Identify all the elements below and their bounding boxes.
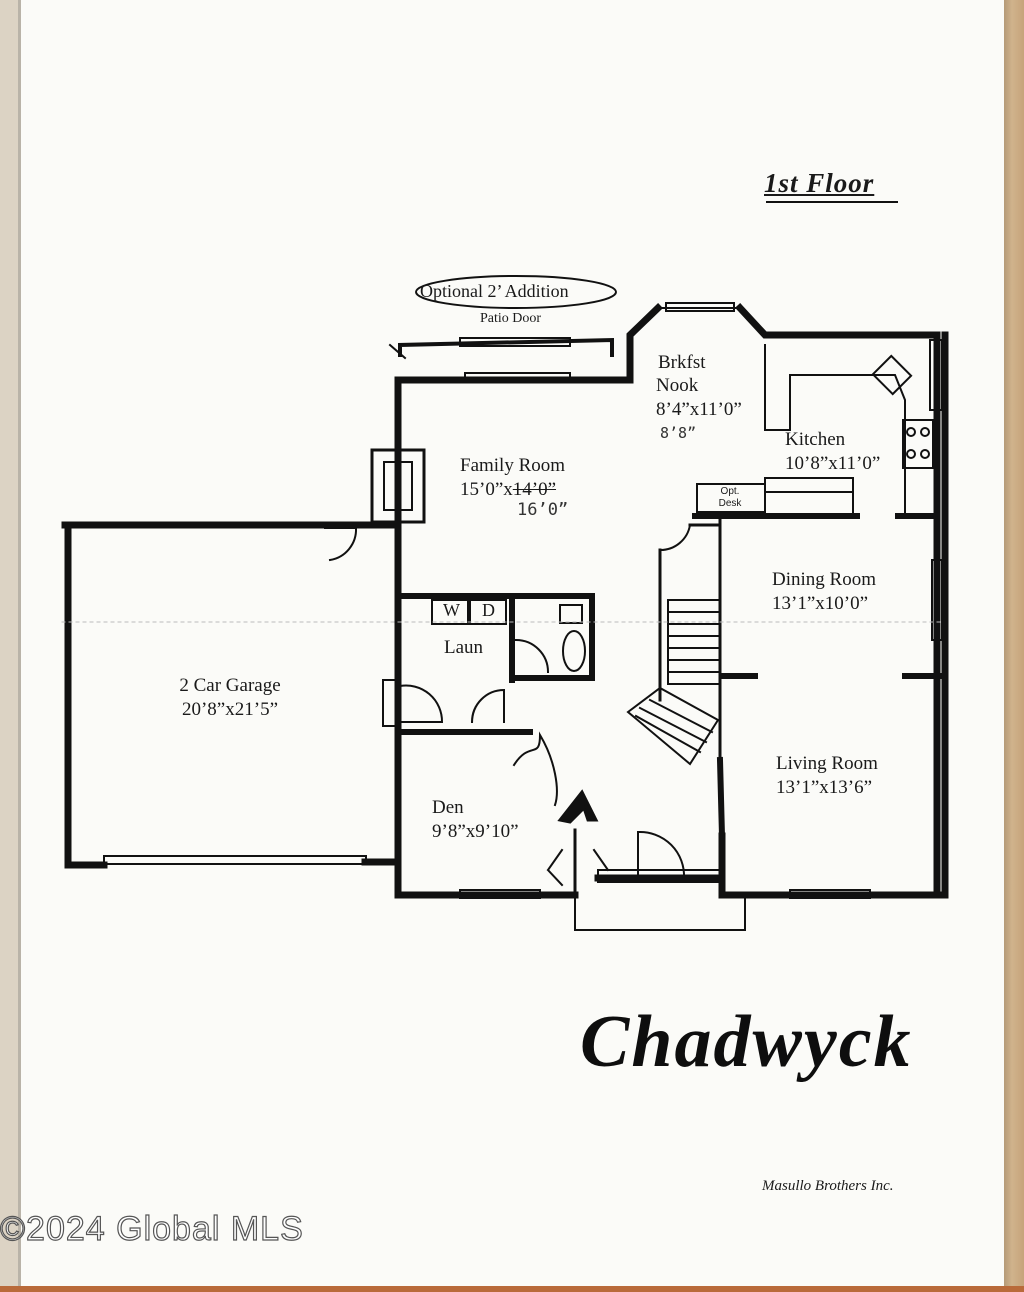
kitchen-counters: [696, 344, 934, 516]
breakfast-nook-note: 8’8”: [660, 424, 697, 442]
breakfast-nook-name-2: Nook: [656, 375, 699, 396]
den-name: Den: [432, 797, 464, 818]
garage-name: 2 Car Garage: [179, 675, 281, 696]
patio-door-label: Patio Door: [480, 311, 542, 326]
staircase: [658, 514, 722, 762]
opt-desk-line1: Opt.: [720, 486, 740, 497]
dining-room-name: Dining Room: [772, 569, 876, 590]
front-door-swing: [637, 830, 686, 881]
dining-window: [931, 559, 943, 641]
washer: [431, 599, 469, 625]
optional-addition-label: Optional 2’ Addition: [420, 281, 569, 301]
garage-size: 20’8”x21’5”: [181, 699, 279, 720]
family-room-size: 15’0”x14’0”: [460, 478, 556, 501]
sheet-bottom-edge: [0, 1286, 1024, 1292]
family-room-window: [464, 372, 571, 382]
living-window: [789, 889, 871, 899]
sheet-left-edge: [18, 0, 21, 1292]
floor-title: 1st Floor: [764, 168, 875, 198]
sheet-right-edge: [1004, 0, 1024, 1292]
stair-treads: [626, 599, 720, 766]
front-stoop: [574, 897, 746, 931]
den-double-door: [512, 731, 558, 807]
laundry-walls: [395, 593, 595, 735]
toilet-tank: [559, 604, 583, 624]
breakfast-nook-size: 8’4”x11’0”: [656, 399, 742, 420]
opt-desk-line2: Desk: [718, 498, 742, 509]
optional-addition-callout: [415, 275, 617, 309]
dryer-label: D: [482, 600, 495, 620]
kitchen-size: 10’8”x11’0”: [785, 453, 881, 474]
optional-addition-wall: [398, 337, 614, 357]
family-room-note: 16’0”: [517, 500, 569, 520]
mls-watermark: ©2024 Global MLS: [0, 1209, 304, 1248]
plan-name: Chadwyck: [580, 1001, 913, 1083]
dining-room-size: 13’1”x10’0”: [772, 593, 869, 614]
washer-label: W: [443, 600, 460, 620]
den-closet: [557, 789, 599, 824]
family-room-size-prefix: 15’0”x: [460, 479, 513, 500]
family-room-name: Family Room: [460, 455, 566, 476]
den-window: [459, 889, 541, 899]
builder-name: Masullo Brothers Inc.: [762, 1178, 894, 1194]
laundry-name: Laun: [444, 637, 484, 658]
garage-door: [103, 855, 367, 865]
breakfast-nook-name: Brkfst: [658, 352, 706, 373]
bath-door-swing: [514, 638, 550, 674]
dryer: [469, 599, 507, 625]
kitchen-name: Kitchen: [785, 429, 846, 450]
north-walls: [394, 303, 941, 899]
laundry-door-swing: [470, 688, 505, 724]
toilet-bowl: [562, 630, 586, 672]
garage-entry-door-swing: [324, 527, 358, 562]
garage-laundry-door: [399, 684, 444, 723]
den-size: 9’8”x9’10”: [432, 821, 519, 842]
fireplace: [370, 448, 426, 524]
kitchen-window: [929, 339, 943, 411]
living-room-name: Living Room: [776, 753, 878, 774]
family-room-size-struck: 14’0”: [512, 479, 557, 500]
living-room-size: 13’1”x13’6”: [776, 777, 873, 798]
